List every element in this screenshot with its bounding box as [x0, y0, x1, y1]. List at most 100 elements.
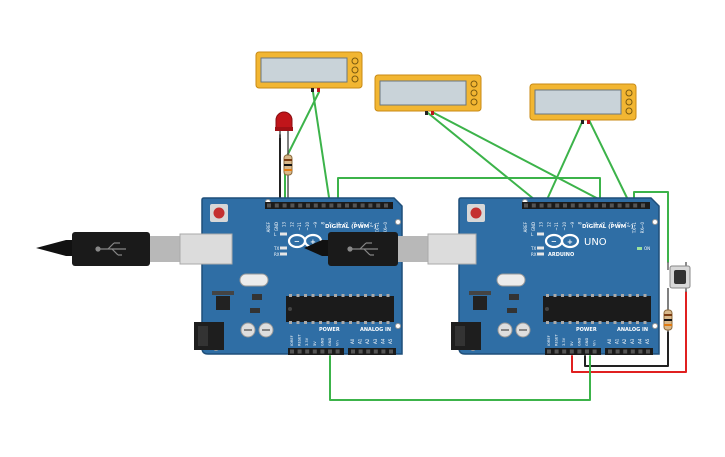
chip-pin — [341, 294, 345, 297]
chip-pin — [364, 321, 367, 324]
regulator-tab — [469, 291, 491, 295]
header-pin — [335, 349, 340, 354]
wire-lcd2-b — [433, 112, 609, 205]
chip-pin — [613, 321, 617, 324]
chip-pin — [334, 321, 337, 324]
pin-label-analog: A4 — [380, 338, 385, 344]
header-pin — [547, 349, 551, 354]
chip-pin — [606, 321, 609, 324]
header-pin — [297, 349, 302, 354]
pin-label-analog: A0 — [350, 338, 355, 344]
analog-label: ANALOG IN — [360, 327, 391, 333]
wire-gnd-link — [329, 355, 591, 401]
pin-label-top: ~5 — [601, 222, 606, 228]
header-pin — [313, 203, 318, 208]
lcd-display-2[interactable] — [374, 74, 482, 115]
reset-button-cap — [213, 207, 225, 219]
header-pin — [563, 203, 567, 208]
chip-pin — [319, 321, 322, 324]
pin-label-top: GND — [531, 222, 536, 231]
status-led — [280, 246, 287, 250]
led-label: TX — [273, 246, 279, 251]
chip-pin — [334, 294, 337, 297]
usb-cable-right[interactable] — [304, 232, 477, 266]
power-label: POWER — [319, 327, 340, 333]
chip-pin — [311, 321, 315, 324]
chip-small — [250, 308, 260, 313]
logo-minus: − — [294, 238, 300, 246]
header-pin — [358, 349, 363, 354]
chip-pin — [621, 321, 624, 324]
header-pin — [617, 203, 622, 208]
status-led — [280, 232, 287, 236]
chip-pin — [326, 294, 330, 297]
wire-button-black — [584, 331, 669, 367]
header-pin — [623, 349, 628, 354]
header-pin — [384, 203, 388, 208]
header-pin — [312, 349, 317, 354]
mounting-hole — [652, 219, 658, 225]
usb-cable-left[interactable] — [36, 232, 233, 266]
header-pin — [594, 203, 599, 208]
status-led — [280, 252, 287, 256]
header-pin — [298, 203, 303, 208]
header-pin — [381, 349, 386, 354]
chip-pin — [621, 294, 624, 297]
pin-label-power: Vin — [593, 340, 597, 346]
header-pin — [282, 203, 287, 208]
pin-label-analog: A5 — [388, 338, 393, 344]
header-pin — [646, 349, 650, 354]
header-pin — [615, 349, 620, 354]
header-pin — [267, 203, 271, 208]
pin-label-analog: A3 — [373, 338, 378, 344]
resistor-led[interactable] — [283, 150, 293, 204]
header-pin — [321, 203, 326, 208]
pin-label-top: ~10 — [562, 222, 567, 231]
reset-button-cap — [470, 207, 482, 219]
chip-pin — [583, 294, 587, 297]
chip-pin — [568, 294, 572, 297]
chip-pin — [386, 294, 390, 297]
header-pin — [638, 349, 643, 354]
wires — [279, 91, 687, 401]
pin-label-top: 8 — [578, 222, 583, 225]
chip-pin — [643, 321, 647, 324]
chip-pin — [319, 294, 322, 297]
pushbutton[interactable] — [667, 262, 691, 292]
header-pin — [376, 203, 381, 208]
led-label: RX — [274, 252, 280, 257]
chip-pin — [304, 321, 307, 324]
lcd-display-3[interactable] — [529, 83, 637, 124]
chip-pin — [591, 294, 594, 297]
header-pin — [570, 203, 575, 208]
header-pin — [306, 203, 310, 208]
header-pin — [352, 203, 357, 208]
resistor-button[interactable] — [663, 288, 673, 332]
header-pin — [569, 349, 574, 354]
digital-label: DIGITAL (PWM~) — [582, 224, 634, 230]
pin-label-power: IOREF — [547, 335, 551, 346]
header-pin — [539, 203, 544, 208]
header-pin — [578, 203, 583, 208]
power-led — [637, 247, 642, 250]
header-pin — [531, 203, 536, 208]
header-pin — [554, 349, 559, 354]
pin-label-top: RX←0 — [383, 222, 388, 234]
header-pin — [305, 349, 310, 354]
pin-label-power: 5V — [570, 341, 574, 346]
lcd-display-1[interactable] — [255, 51, 363, 92]
pin-label-top: ~6 — [593, 222, 598, 228]
red-led[interactable] — [275, 111, 293, 150]
chip-pin — [356, 321, 360, 324]
chip-pin — [304, 294, 307, 297]
header-pin — [586, 203, 591, 208]
chip-pin — [296, 294, 300, 297]
chip-pin — [349, 294, 352, 297]
pin-label-top: ~3 — [617, 222, 622, 228]
chip-pin — [379, 294, 382, 297]
analog-header — [605, 348, 653, 355]
led-label: TX — [530, 246, 536, 251]
